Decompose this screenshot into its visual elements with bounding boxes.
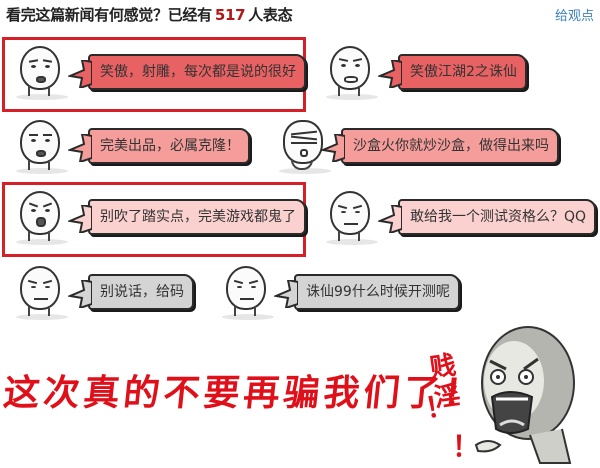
reaction-text: 完美出品，必属克隆！ xyxy=(100,138,240,154)
reaction-text: 诛仙99什么时候开测呢 xyxy=(306,284,450,300)
smirk-face-icon xyxy=(322,187,378,247)
reaction-text: 别说话，给码 xyxy=(100,284,184,300)
header-title-prefix: 看完这篇新闻有何感觉？已经有 xyxy=(6,6,212,24)
reaction-count: 517 xyxy=(214,6,246,24)
speech-tail-icon xyxy=(321,134,345,162)
speech-tail-icon xyxy=(68,134,92,162)
reaction-bubble[interactable]: 诛仙99什么时候开测呢 xyxy=(274,274,460,310)
smirk-face-icon xyxy=(12,262,68,322)
meme-face-icon xyxy=(12,42,68,102)
reaction-text: 笑傲，射雕，每次都是说的很好 xyxy=(100,64,296,80)
reaction-bubble[interactable]: 敢给我一个测试资格么？QQ xyxy=(378,199,597,235)
reaction-item[interactable]: 笑傲江湖2之诛仙 xyxy=(322,42,592,106)
meme-face-icon xyxy=(12,116,68,176)
angry-face-icon xyxy=(12,187,68,247)
smirk-face-icon xyxy=(218,262,274,322)
reaction-item[interactable]: 笑傲，射雕，每次都是说的很好 xyxy=(2,37,306,112)
speech-tail-icon xyxy=(68,205,92,233)
reaction-bubble[interactable]: 沙盒火你就炒沙盒，做得出来吗 xyxy=(321,128,559,164)
reaction-item[interactable]: 沙盒火你就炒沙盒，做得出来吗 xyxy=(275,116,595,180)
reaction-item[interactable]: 别吹了踏实点，完美游戏都鬼了 xyxy=(2,182,306,257)
reaction-bubble[interactable]: 别说话，给码 xyxy=(68,274,194,310)
reaction-bubble[interactable]: 完美出品，必属克隆！ xyxy=(68,128,250,164)
reaction-item[interactable]: 完美出品，必属克隆！ xyxy=(12,116,294,180)
rage-face-icon xyxy=(474,326,575,464)
reaction-text: 笑傲江湖2之诛仙 xyxy=(410,64,517,80)
reaction-item[interactable]: 敢给我一个测试资格么？QQ xyxy=(322,187,597,251)
reaction-bubble[interactable]: 笑傲江湖2之诛仙 xyxy=(378,54,527,90)
speech-tail-icon xyxy=(68,60,92,88)
reaction-text: 敢给我一个测试资格么？QQ xyxy=(410,209,587,225)
reaction-item[interactable]: 诛仙99什么时候开测呢 xyxy=(218,262,460,326)
speech-tail-icon xyxy=(378,60,402,88)
speech-tail-icon xyxy=(274,280,298,308)
give-opinion-link[interactable]: 给观点 xyxy=(555,9,595,24)
slogan-text: 这次真的不要再骗我们了！ xyxy=(1,372,486,414)
speech-tail-icon xyxy=(68,280,92,308)
meme-face-icon xyxy=(322,42,378,102)
crying-face-icon xyxy=(275,116,331,176)
reaction-bubble[interactable]: 别吹了踏实点，完美游戏都鬼了 xyxy=(68,199,306,235)
speech-tail-icon xyxy=(378,205,402,233)
reaction-item[interactable]: 别说话，给码 xyxy=(12,262,194,326)
reaction-text: 别吹了踏实点，完美游戏都鬼了 xyxy=(100,209,296,225)
reaction-text: 沙盒火你就炒沙盒，做得出来吗 xyxy=(353,138,549,154)
reaction-bubble[interactable]: 笑傲，射雕，每次都是说的很好 xyxy=(68,54,306,90)
header-title-suffix: 人表态 xyxy=(248,6,293,24)
exclaim-mark: ！ xyxy=(452,430,481,463)
